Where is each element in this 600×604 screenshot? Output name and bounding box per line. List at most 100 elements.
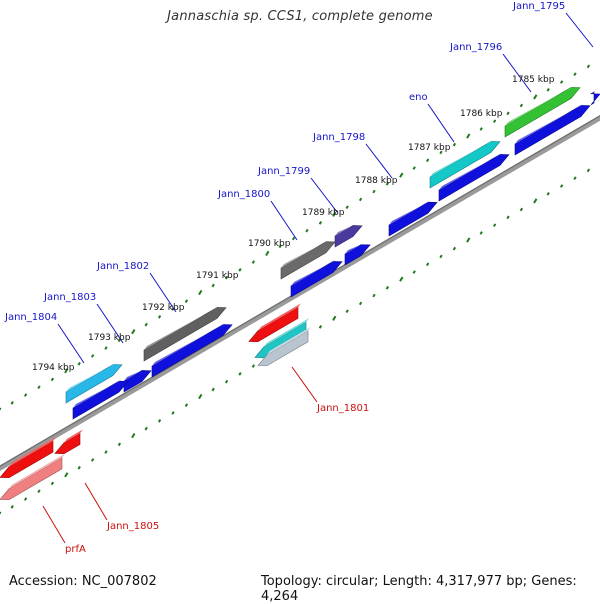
scale-tick [358, 301, 363, 306]
gene-label-eno: eno [409, 92, 428, 103]
scale-tick [64, 368, 69, 374]
gene-prfa [0, 440, 54, 479]
scale-label: 1793 kbp [88, 333, 131, 343]
scale-tick [117, 338, 122, 343]
scale-tick [157, 314, 162, 319]
cds-jann-1801-highlight [264, 318, 309, 347]
scale-tick [104, 346, 108, 350]
scale-tick [171, 411, 175, 415]
scale-label: 1790 kbp [248, 239, 291, 249]
gene-jann-1805-highlight [64, 429, 83, 443]
scale-tick [198, 393, 203, 400]
cds-jann-1795 [589, 91, 600, 106]
scale-tick [10, 505, 14, 509]
scale-tick [573, 72, 577, 77]
scale-tick [358, 197, 363, 202]
scale-tick [77, 361, 81, 366]
scale-tick [506, 215, 510, 220]
scale-tick [479, 127, 483, 131]
scale-tick [117, 442, 122, 447]
leader-jann-1803 [96, 303, 124, 344]
leader-jann-1798 [365, 143, 393, 179]
scale-ticks [0, 64, 591, 515]
scale-tick [559, 80, 564, 84]
scale-tick [399, 276, 404, 282]
scale-tick [466, 237, 471, 243]
scale-tick [332, 211, 337, 217]
map-title: Jannaschia sp. CCS1, complete genome [167, 9, 433, 24]
gene-jann-1803 [65, 364, 123, 404]
scale-tick [586, 64, 591, 69]
cds-prfa [0, 457, 63, 501]
gene-label-jann-1799: Jann_1799 [257, 166, 310, 177]
scale-label: 1792 kbp [142, 303, 185, 313]
scale-tick [479, 231, 483, 235]
scale-tick [0, 407, 2, 411]
scale-tick [305, 228, 309, 233]
scale-tick [372, 189, 376, 194]
gene-label-jann-1796: Jann_1796 [449, 42, 502, 53]
leader-jann-1795 [565, 12, 594, 48]
scale-tick [372, 293, 376, 298]
scale-tick [492, 223, 497, 227]
cds-jann-1798 [388, 201, 438, 237]
scale-tick [64, 472, 69, 478]
leader-jann-1801 [291, 366, 318, 403]
scale-tick [546, 88, 550, 92]
gene-label-jann-1805: Jann_1805 [106, 521, 159, 532]
scale-tick [385, 181, 390, 186]
cds-eno [438, 154, 510, 202]
leader-jann-1804 [57, 323, 85, 364]
scale-tick [251, 364, 256, 368]
cds-jann-1802 [151, 324, 233, 378]
scale-tick [466, 133, 471, 139]
cds-jann-1796 [514, 105, 591, 156]
gene-jann-1801-highlight [258, 303, 301, 331]
scale-tick [385, 285, 390, 290]
scale-tick [586, 168, 591, 173]
cds-jann-1799 [344, 244, 371, 266]
scale-label: 1791 kbp [196, 271, 239, 281]
pseudo-jann-1801-highlight [267, 326, 311, 355]
scale-tick [198, 289, 203, 296]
scale-tick [318, 221, 323, 225]
gene-jann-1799 [280, 241, 336, 280]
scale-tick [519, 103, 524, 108]
scale-tick [90, 458, 95, 462]
scale-tick [425, 158, 430, 163]
scale-tick [224, 379, 229, 384]
scale-tick [0, 511, 2, 515]
scale-tick [23, 393, 28, 397]
leader-eno [427, 103, 455, 143]
gene-labels: Jann_1795Jann_1796enoJann_1798Jann_1799J… [4, 1, 565, 555]
scale-tick [519, 207, 524, 212]
scale-tick [50, 481, 55, 486]
leader-jann-1802 [149, 272, 177, 313]
leader-jann-1805 [84, 482, 108, 521]
scale-tick [506, 111, 510, 116]
scale-label: 1785 kbp [512, 75, 555, 85]
scale-tick [157, 418, 162, 423]
scale-label: 1787 kbp [408, 143, 451, 153]
scale-tick [104, 450, 108, 454]
scale-tick [318, 325, 323, 329]
scale-tick [439, 150, 443, 155]
scale-tick [77, 465, 81, 470]
scale-tick [131, 433, 136, 439]
scale-label: 1789 kbp [302, 208, 345, 218]
scale-tick [439, 254, 443, 259]
scale-tick [238, 372, 242, 376]
scale-tick [573, 176, 577, 181]
scale-tick [546, 192, 550, 196]
scale-tick [399, 172, 404, 178]
gene-jann-1805 [54, 432, 81, 455]
backbone-line [0, 114, 600, 472]
gene-label-jann-1800: Jann_1800 [217, 189, 270, 200]
scale-tick [332, 315, 337, 321]
scale-tick [211, 283, 215, 288]
scale-label: 1788 kbp [355, 176, 398, 186]
scale-tick [452, 142, 457, 147]
scale-tick [412, 166, 416, 170]
scale-tick [184, 403, 189, 407]
